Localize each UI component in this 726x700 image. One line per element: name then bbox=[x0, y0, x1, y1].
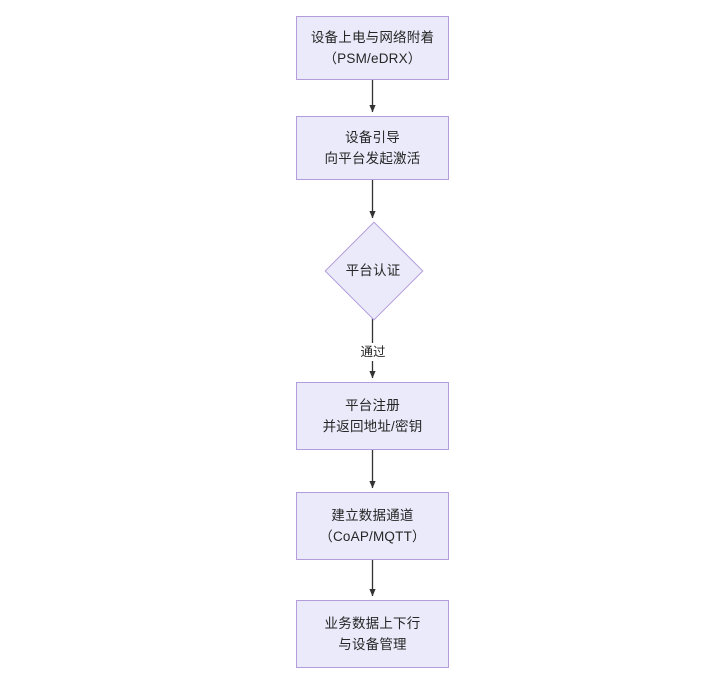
node-label-line: （PSM/eDRX） bbox=[323, 51, 422, 66]
node-platform-registration[interactable]: 平台注册 并返回地址/密钥 bbox=[296, 382, 449, 450]
node-label-line: 向平台发起激活 bbox=[324, 151, 421, 166]
node-label-line: 平台注册 bbox=[345, 398, 400, 413]
node-label-line: 建立数据通道 bbox=[331, 508, 414, 523]
node-platform-authentication[interactable]: 平台认证 bbox=[324, 221, 424, 321]
node-device-bootstrap[interactable]: 设备引导 向平台发起激活 bbox=[296, 116, 449, 180]
node-label-line: 并返回地址/密钥 bbox=[322, 419, 423, 434]
node-label-line: （CoAP/MQTT） bbox=[319, 529, 426, 544]
node-label-line: 设备引导 bbox=[345, 130, 400, 145]
node-business-data-and-device-management[interactable]: 业务数据上下行 与设备管理 bbox=[296, 600, 449, 668]
edge-label-pass: 通过 bbox=[357, 343, 389, 361]
node-establish-data-channel[interactable]: 建立数据通道 （CoAP/MQTT） bbox=[296, 492, 449, 560]
node-label-line: 业务数据上下行 bbox=[324, 616, 421, 631]
node-device-power-on[interactable]: 设备上电与网络附着 （PSM/eDRX） bbox=[296, 16, 449, 80]
node-label-line: 与设备管理 bbox=[338, 637, 407, 652]
node-label-line: 平台认证 bbox=[345, 262, 401, 278]
node-label-line: 设备上电与网络附着 bbox=[310, 30, 435, 45]
